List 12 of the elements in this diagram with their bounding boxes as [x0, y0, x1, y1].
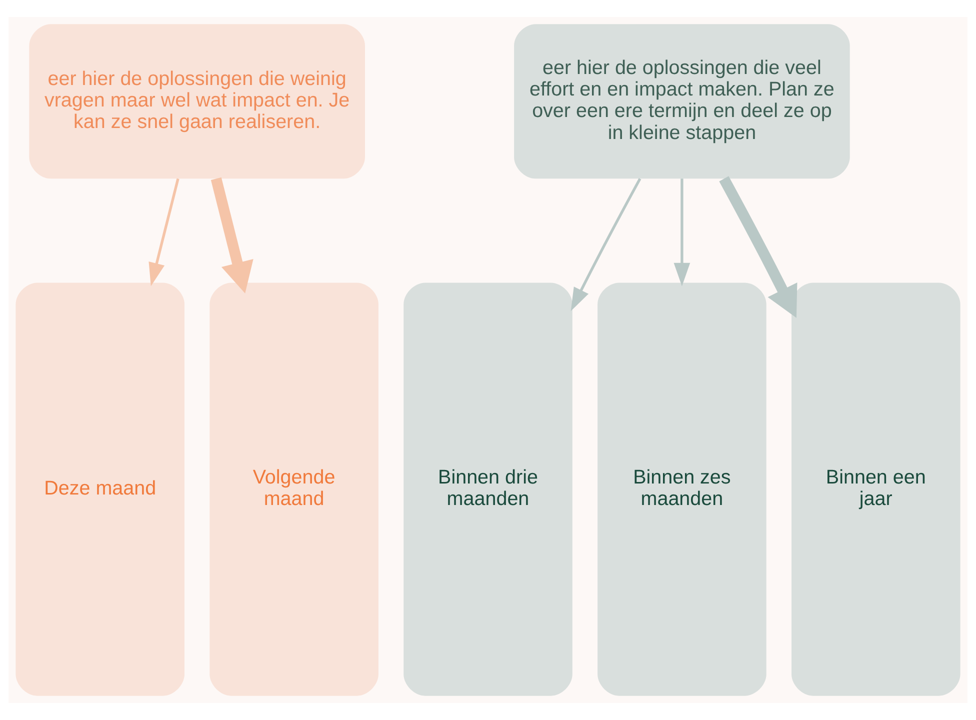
node-box: Volgende maand — [210, 282, 378, 696]
node-box: Binnen drie maanden — [404, 282, 572, 696]
arrow — [674, 178, 690, 286]
arrow — [210, 177, 254, 294]
node-box: Binnen zes maanden — [598, 282, 766, 696]
arrow — [719, 176, 798, 318]
node-box: Deze maand — [16, 282, 184, 696]
node-box: Binnen een jaar — [792, 282, 960, 696]
node-box: eer hier de oplossingen die veel effort en en impact maken. Plan ze over een ere termijn en deel ze op in kleine stappen — [514, 24, 850, 179]
node-box: eer hier de oplossingen die weinig vragen maar wel wat impact en. Je kan ze snel gaan realiseren. — [29, 24, 365, 179]
arrow — [570, 178, 642, 312]
arrow — [148, 178, 180, 286]
